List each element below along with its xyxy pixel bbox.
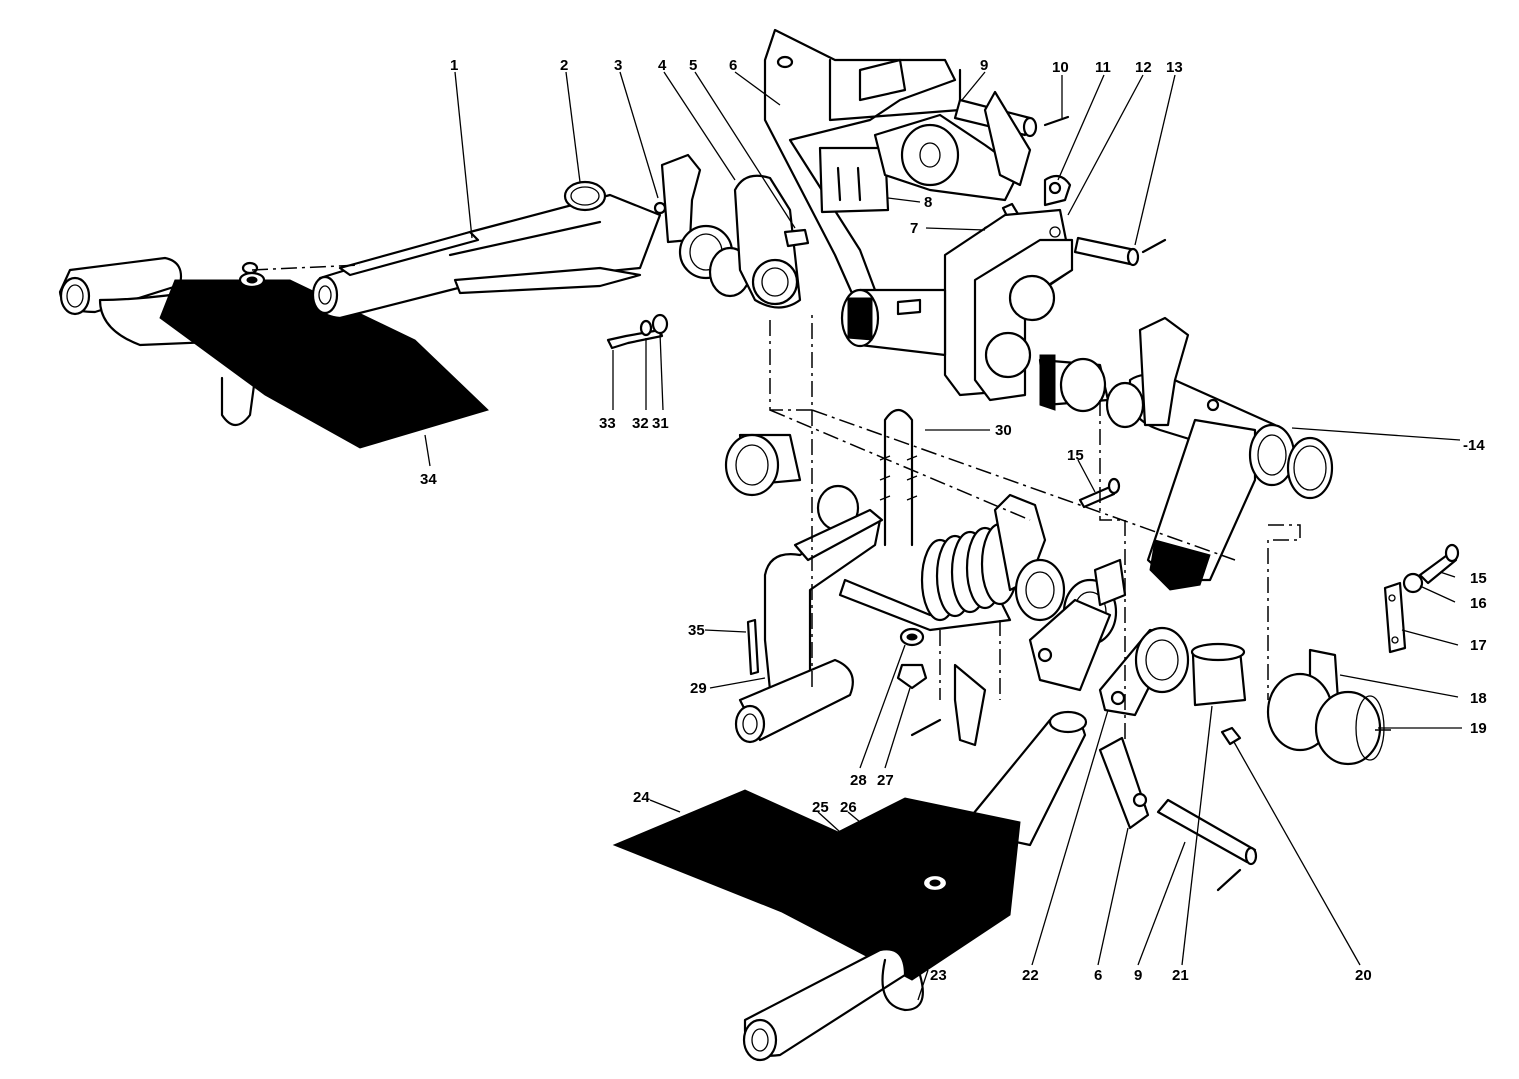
- callout-label: 10: [1052, 59, 1069, 76]
- callout-label: 31: [652, 415, 669, 432]
- callout-label: 8: [924, 194, 932, 211]
- upper-pedal-pad: [159, 279, 489, 449]
- callout-label: 2: [560, 57, 568, 74]
- callout-label: 5: [689, 57, 697, 74]
- lower-pedal-assembly: [612, 710, 1258, 1062]
- callout-label: 34: [420, 471, 437, 488]
- right-hardware: [1220, 543, 1460, 766]
- callout-label: 6: [729, 57, 737, 74]
- callout-label: 18: [1470, 690, 1487, 707]
- callout-label: 30: [995, 422, 1012, 439]
- callout-label: 22: [1022, 967, 1039, 984]
- callout-label: 16: [1470, 595, 1487, 612]
- callout-label: 32: [632, 415, 649, 432]
- callout-label: 4: [658, 57, 667, 74]
- callout-label: 23: [930, 967, 947, 984]
- callout-label: 27: [877, 772, 894, 789]
- lower-pedal-pad: [612, 789, 1021, 981]
- callout-label: 11: [1095, 59, 1111, 76]
- callout-label: 15: [1470, 570, 1487, 587]
- callout-label: 17: [1470, 637, 1487, 654]
- spring-assembly: [724, 408, 1247, 747]
- callout-label: 9: [1134, 967, 1142, 984]
- callout-label: 26: [840, 799, 857, 816]
- callout-label: 25: [812, 799, 829, 816]
- callout-label: 1: [450, 57, 458, 74]
- callout-label: 9: [980, 57, 988, 74]
- callout-label: 29: [690, 680, 707, 697]
- upper-pedal-assembly: [58, 153, 810, 449]
- right-pedal-arm: [1105, 316, 1334, 591]
- callout-label: 12: [1135, 59, 1152, 76]
- callout-labels: 1 2 3 4 5 6 9 10 11 12 13 8 7 -14 15 15 …: [420, 57, 1487, 984]
- pivot-block: [840, 208, 1167, 413]
- callout-label: 21: [1172, 967, 1189, 984]
- callout-label: 24: [633, 789, 650, 806]
- mounting-bracket: [763, 28, 1072, 302]
- callout-label: 3: [614, 57, 622, 74]
- callout-label: 19: [1470, 720, 1487, 737]
- callout-label: 13: [1166, 59, 1183, 76]
- callout-label: 33: [599, 415, 616, 432]
- callout-label: 15: [1067, 447, 1084, 464]
- leader-lines: [424, 71, 1462, 1001]
- callout-label: 35: [688, 622, 705, 639]
- callout-label: 28: [850, 772, 867, 789]
- spring-coils: [920, 522, 1020, 622]
- callout-label: -14: [1463, 437, 1485, 454]
- callout-label: 20: [1355, 967, 1372, 984]
- assembly-centerlines: [251, 264, 1395, 740]
- callout-label: 7: [910, 220, 918, 237]
- callout-label: 6: [1094, 967, 1102, 984]
